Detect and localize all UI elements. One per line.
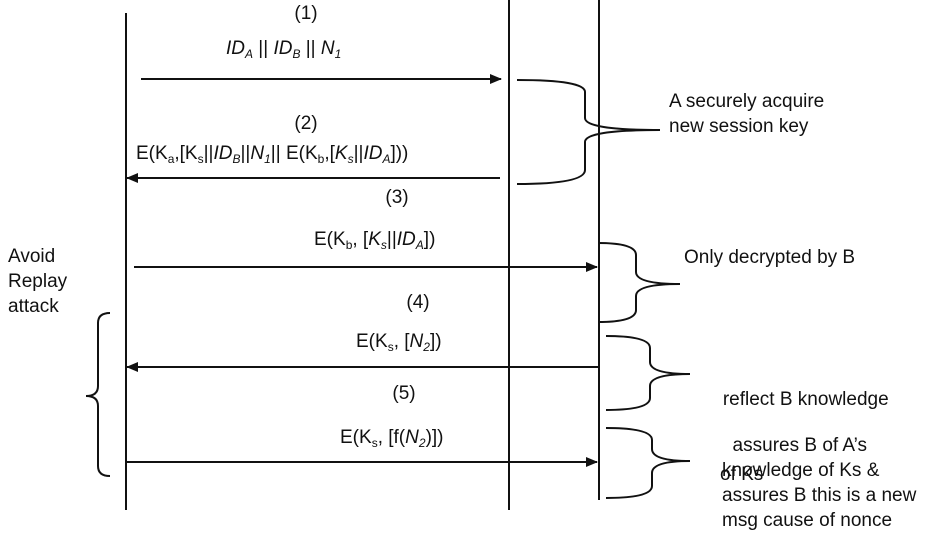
annotation-line: A securely acquire — [669, 91, 825, 112]
annotation-replay: Avoid Replay attack — [8, 244, 67, 319]
annotation-line: msg cause of nonce — [722, 510, 893, 531]
annotation-line: reflect B knowledge — [707, 389, 889, 410]
annotation-line: attack — [8, 296, 59, 317]
annotation-line: of Ks — [720, 464, 764, 485]
annotation-line: new session key — [669, 116, 809, 137]
step-label-3: (3) — [385, 187, 409, 208]
message-2-formula: E(Ka,[Ks||IDB||N1|| E(Kb,[Ks||IDA])) — [136, 143, 409, 166]
annotation-line: assures B of A’s — [722, 435, 868, 456]
annotation-secure-key: A securely acquire new session key — [669, 89, 824, 139]
annotation-line: Replay — [8, 271, 68, 292]
step-label-5: (5) — [392, 383, 416, 404]
message-4-formula: E(Ks, [N2]) — [356, 331, 442, 354]
message-1-formula: IDA || IDB || N1 — [226, 38, 342, 61]
annotation-reflect: reflect B knowledge of Ks — [707, 337, 889, 512]
annotation-line: Only decrypted by B — [684, 247, 856, 268]
annotation-line: Avoid — [8, 246, 56, 267]
annotation-line: knowledge of Ks & — [722, 460, 880, 481]
brace-assures — [605, 427, 691, 499]
annotation-assures: assures B of A’s knowledge of Ks & assur… — [722, 433, 916, 533]
brace-only-b — [597, 242, 681, 323]
brace-replay — [85, 312, 111, 477]
step-label-4: (4) — [406, 292, 430, 313]
brace-reflect — [605, 335, 691, 411]
annotation-only-b: Only decrypted by B — [684, 245, 855, 270]
brace-secure-key — [516, 79, 661, 185]
annotation-line: assures B this is a new — [722, 485, 917, 506]
message-5-formula: E(Ks, [f(N2)]) — [340, 427, 444, 450]
message-3-formula: E(Kb, [Ks||IDA]) — [314, 229, 436, 252]
step-label-2: (2) — [294, 113, 318, 134]
step-label-1: (1) — [294, 3, 318, 24]
